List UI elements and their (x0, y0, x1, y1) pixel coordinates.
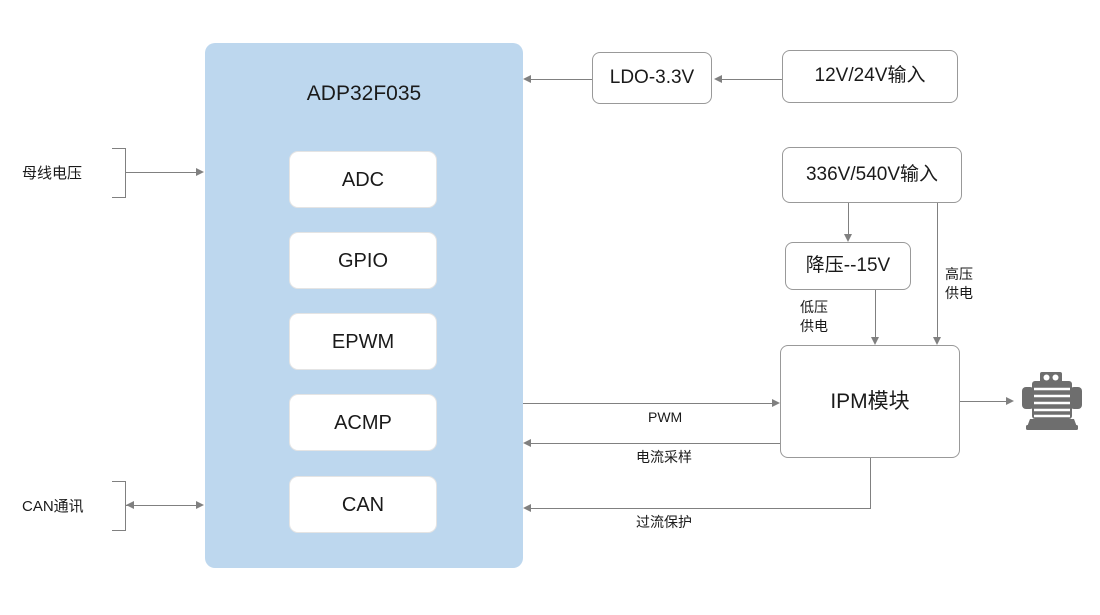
edge-label-over-current: 过流保护 (636, 514, 692, 530)
bracket-can-comm (112, 481, 126, 531)
block-input-336v-540v[interactable]: 336V/540V输入 (782, 147, 962, 203)
edge-label-high-voltage-supply-line1: 高压 (945, 266, 973, 282)
arrowhead-over-current (523, 503, 531, 512)
mcu-peripheral-adc[interactable]: ADC (289, 151, 437, 208)
connector-12v24v-to-ldo (722, 79, 782, 80)
edge-label-current-sense: 电流采样 (636, 449, 692, 465)
mcu-peripheral-gpio[interactable]: GPIO (289, 232, 437, 289)
bracket-bus-voltage (112, 148, 126, 198)
block-ipm-module[interactable]: IPM模块 (780, 345, 960, 458)
arrowhead-can-comm-right (196, 500, 204, 509)
block-input-12v-24v[interactable]: 12V/24V输入 (782, 50, 958, 103)
arrowhead-can-comm-left (126, 500, 134, 509)
motor-icon (1020, 370, 1084, 437)
arrowhead-ldo-input (714, 74, 722, 83)
connector-pwm (523, 403, 772, 404)
mcu-peripheral-epwm[interactable]: EPWM (289, 313, 437, 370)
port-label-bus-voltage: 母线电压 (22, 165, 83, 182)
arrowhead-ipm-low-voltage-input (870, 337, 879, 345)
connector-over-current-horizontal (531, 508, 871, 509)
edge-label-high-voltage-supply-line2: 供电 (945, 284, 973, 301)
connector-buck-to-ipm (875, 290, 876, 337)
mcu-peripheral-can[interactable]: CAN (289, 476, 437, 533)
connector-current-sense (531, 443, 780, 444)
edge-label-pwm: PWM (648, 409, 683, 425)
connector-over-current-vertical (870, 458, 871, 508)
block-ldo-3v3[interactable]: LDO-3.3V (592, 52, 712, 104)
arrowhead-buck-input (843, 234, 852, 242)
arrowhead-pwm (772, 398, 780, 407)
arrowhead-current-sense (523, 438, 531, 447)
edge-label-low-voltage-supply: 低压 供电 (800, 298, 828, 336)
mcu-title: ADP32F035 (306, 82, 422, 105)
connector-ldo-to-mcu (531, 79, 592, 80)
arrowhead-mcu-power-input (523, 74, 531, 83)
port-label-can-comm: CAN通讯 (22, 498, 84, 515)
connector-hv-to-ipm (937, 203, 938, 337)
connector-can-comm (126, 505, 198, 506)
block-buck-15v[interactable]: 降压--15V (785, 242, 911, 290)
edge-label-low-voltage-supply-line1: 低压 (800, 299, 828, 315)
connector-bus-voltage (126, 172, 198, 173)
edge-label-high-voltage-supply: 高压 供电 (945, 265, 973, 303)
edge-label-low-voltage-supply-line2: 供电 (800, 317, 828, 334)
mcu-peripheral-acmp[interactable]: ACMP (289, 394, 437, 451)
arrowhead-bus-voltage (196, 167, 204, 176)
connector-hv-to-buck (848, 203, 849, 234)
connector-ipm-to-motor (960, 401, 1006, 402)
arrowhead-motor (1006, 396, 1014, 405)
arrowhead-ipm-high-voltage-input (932, 337, 941, 345)
